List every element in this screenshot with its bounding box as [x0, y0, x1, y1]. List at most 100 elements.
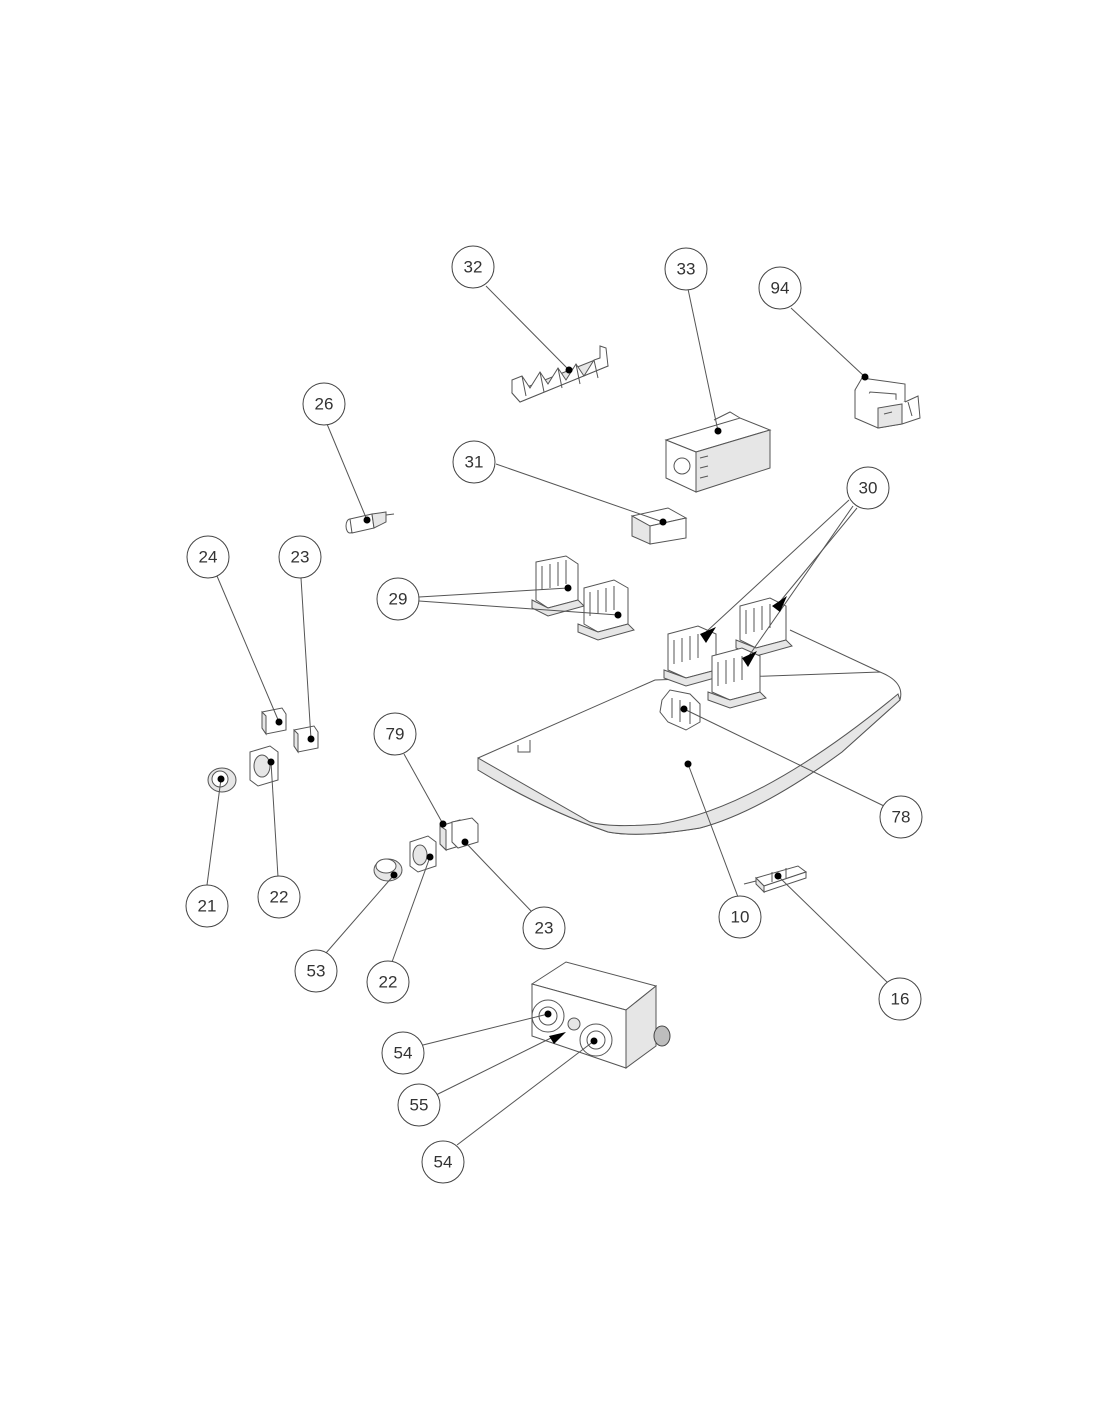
- leader-32: [485, 285, 570, 371]
- arrowhead-30a: [700, 627, 716, 643]
- callout-23a-label: 23: [291, 548, 310, 567]
- timer-relay-part: [664, 411, 772, 493]
- dot-10: [684, 760, 692, 768]
- contact-block-24-part: [261, 707, 287, 736]
- leader-22b: [391, 856, 431, 963]
- callout-22b: 22: [366, 960, 410, 1004]
- callout-78-label: 78: [892, 808, 911, 827]
- dot-24: [275, 718, 283, 726]
- callout-31-label: 31: [465, 453, 484, 472]
- din-relay-part: [854, 377, 921, 429]
- callout-24-label: 24: [199, 548, 218, 567]
- leader-dots: [217, 366, 869, 1045]
- callout-55-label: 55: [410, 1096, 429, 1115]
- leader-94: [790, 307, 866, 378]
- arrowhead-30b: [742, 651, 757, 667]
- callout-32-label: 32: [464, 258, 483, 277]
- callout-79: 79: [373, 712, 417, 756]
- control-box-part: [530, 961, 671, 1069]
- leader-53: [325, 874, 395, 954]
- leader-30c: [777, 507, 858, 605]
- dot-53: [390, 871, 398, 879]
- leader-26: [326, 423, 368, 521]
- callout-29-label: 29: [389, 590, 408, 609]
- fuse-holder-part: [743, 865, 808, 894]
- leader-10: [687, 763, 739, 898]
- callout-16-label: 16: [891, 990, 910, 1009]
- dot-26: [363, 516, 371, 524]
- contactor-a: [531, 555, 585, 617]
- contactor-e: [707, 647, 767, 709]
- leader-55: [433, 1034, 558, 1097]
- leader-29b: [418, 600, 619, 616]
- callout-32: 32: [451, 245, 495, 289]
- leader-23b: [464, 841, 533, 913]
- dot-33: [714, 427, 722, 435]
- callout-30: 30: [846, 466, 890, 510]
- dot-22b: [426, 853, 434, 861]
- dot-23b: [461, 838, 469, 846]
- arrowhead-55: [549, 1032, 566, 1044]
- callout-53-label: 53: [307, 962, 326, 981]
- callout-53: 53: [294, 949, 338, 993]
- din-terminal-part: [659, 689, 701, 731]
- dot-54b: [590, 1037, 598, 1045]
- callout-54b: 54: [421, 1140, 465, 1184]
- leader-54b: [456, 1040, 595, 1146]
- leader-16: [777, 875, 889, 984]
- dot-94: [861, 373, 869, 381]
- callout-29: 29: [376, 577, 420, 621]
- callout-10: 10: [718, 895, 762, 939]
- callout-30-label: 30: [859, 479, 878, 498]
- callout-54a: 54: [381, 1031, 425, 1075]
- callout-31: 31: [452, 440, 496, 484]
- leader-54a: [422, 1013, 549, 1046]
- button-cap-part: [373, 858, 403, 882]
- arrowheads: [549, 596, 787, 1044]
- mounting-flange-22b-part: [409, 835, 437, 873]
- leader-78: [683, 708, 885, 807]
- leader-79: [403, 753, 444, 825]
- mounting-flange-22a-part: [249, 745, 279, 787]
- callout-21: 21: [185, 884, 229, 928]
- callout-33: 33: [664, 247, 708, 291]
- callout-24: 24: [186, 535, 230, 579]
- contact-block-79-part: [439, 817, 479, 852]
- leader-lines: [206, 285, 889, 1146]
- dot-29a: [564, 584, 572, 592]
- leader-21: [206, 778, 222, 886]
- callout-54a-label: 54: [394, 1044, 413, 1063]
- callout-23b-label: 23: [535, 919, 554, 938]
- leader-33: [687, 288, 719, 432]
- dot-22a: [267, 758, 275, 766]
- callout-22a: 22: [257, 875, 301, 919]
- arrowhead-30c: [772, 596, 787, 612]
- contact-block-23a-part: [293, 725, 319, 754]
- dot-54a: [544, 1010, 552, 1018]
- dot-21: [217, 775, 225, 783]
- callout-23b: 23: [522, 906, 566, 950]
- callout-54b-label: 54: [434, 1153, 453, 1172]
- dot-16: [774, 872, 782, 880]
- dot-79: [439, 820, 447, 828]
- base-plate-part: [477, 629, 902, 835]
- contactor-b: [577, 579, 635, 641]
- leader-24: [216, 575, 280, 723]
- terminal-block-part: [630, 507, 688, 545]
- leader-29a: [418, 587, 569, 598]
- callout-94-label: 94: [771, 279, 790, 298]
- callout-26-label: 26: [315, 395, 334, 414]
- callout-55: 55: [397, 1083, 441, 1127]
- callout-10-label: 10: [731, 908, 750, 927]
- dot-31: [659, 518, 667, 526]
- dot-78: [680, 705, 688, 713]
- callout-16: 16: [878, 977, 922, 1021]
- callout-22b-label: 22: [379, 973, 398, 992]
- contactor-pair-part: [531, 555, 635, 641]
- callout-26: 26: [302, 382, 346, 426]
- pilot-lamp-part: [345, 511, 395, 534]
- leader-23a: [300, 577, 312, 740]
- dot-23a: [307, 735, 315, 743]
- callout-94: 94: [758, 266, 802, 310]
- dot-32: [565, 366, 573, 374]
